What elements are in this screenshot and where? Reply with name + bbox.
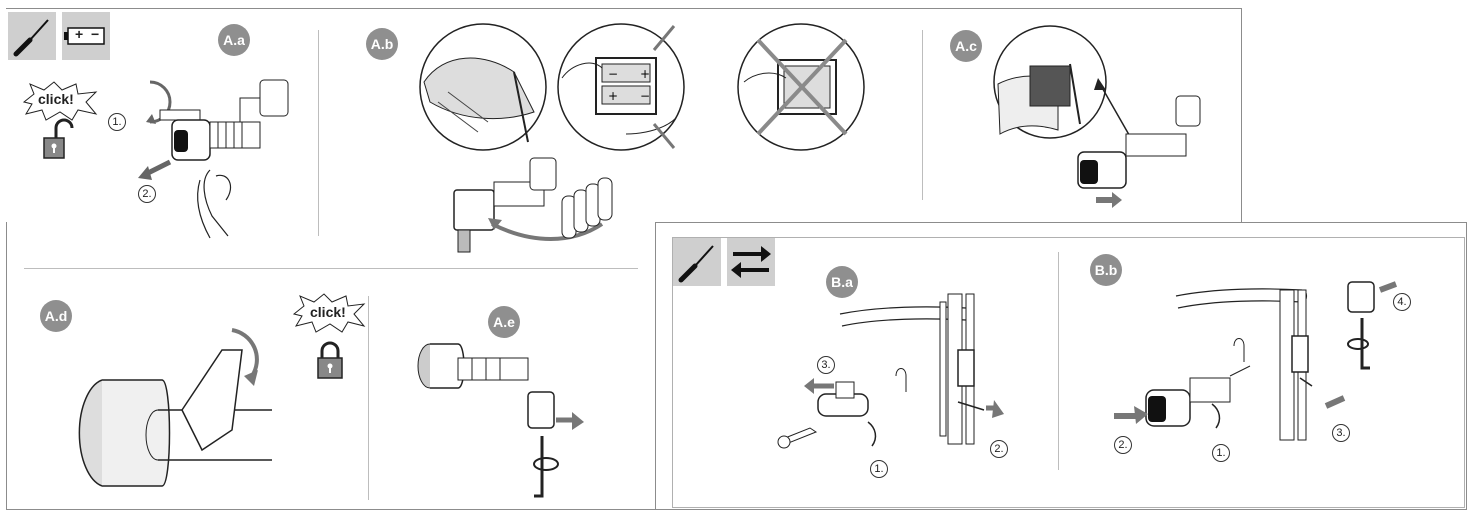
divider-a-d-a-e xyxy=(368,296,369,500)
click-text-a: click! xyxy=(38,91,74,107)
screwdriver-icon xyxy=(13,19,49,57)
divider-a-b-a-c xyxy=(922,30,923,200)
screwdriver-icon-b xyxy=(678,245,714,283)
step-a-a-1: 1. xyxy=(108,113,126,131)
door-edge-screw-illustration xyxy=(947,293,1004,445)
step-b-b-3: 3. xyxy=(1332,424,1350,442)
divider-b-a-b-b xyxy=(1058,252,1059,470)
svg-text:−: − xyxy=(640,89,650,103)
screwdriver-tile xyxy=(8,12,56,60)
click-text-d: click! xyxy=(310,304,346,320)
svg-text:+: + xyxy=(640,67,650,81)
svg-text:+: + xyxy=(608,89,618,103)
screwdriver-tile-b xyxy=(673,238,721,286)
battery-minus-sign: − xyxy=(91,26,100,42)
step-b-a-3: 3. xyxy=(817,356,835,374)
divider-a-top-bottom xyxy=(24,268,638,269)
badge-a-e: A.e xyxy=(488,306,520,338)
divider-a-a-a-b xyxy=(318,30,319,236)
battery-holder-correct-illustration: − + + − xyxy=(557,23,685,151)
unlocked-padlock-icon xyxy=(43,118,74,159)
step-b-b-2: 2. xyxy=(1114,436,1132,454)
step-b-b-4: 4. xyxy=(1393,293,1411,311)
battery-icon xyxy=(64,27,105,45)
locked-padlock-icon xyxy=(317,341,343,379)
step-a-a-2: 2. xyxy=(138,185,156,203)
badge-b-b: B.b xyxy=(1090,254,1122,286)
badge-a-b: A.b xyxy=(366,28,398,60)
swap-tile xyxy=(727,238,775,286)
battery-plus-sign: + xyxy=(75,26,84,42)
batteries-removal-illustration xyxy=(453,157,613,253)
badge-a-c: A.c xyxy=(950,30,982,62)
step-b-a-1: 1. xyxy=(870,460,888,478)
panel-b-inner xyxy=(672,237,1465,508)
handle-and-cylinder-removal-illustration xyxy=(777,301,972,449)
svg-text:−: − xyxy=(608,67,618,81)
badge-a-d: A.d xyxy=(40,300,72,332)
badge-b-a: B.a xyxy=(826,266,858,298)
battery-tile: + − xyxy=(62,12,110,60)
click-burst-icon-2 xyxy=(292,293,366,333)
badge-a-a: A.a xyxy=(218,24,250,56)
step-b-b-1: 1. xyxy=(1212,444,1230,462)
lock-cylinder-reassembly-illustration xyxy=(993,25,1201,208)
knob-removal-illustration xyxy=(417,343,584,498)
step-b-a-2: 2. xyxy=(990,440,1008,458)
new-cylinder-install-illustration xyxy=(1114,281,1398,441)
battery-holder-wrong-illustration xyxy=(737,23,865,151)
cylinder-key-illustration xyxy=(138,79,289,239)
battery-compartment-open-illustration xyxy=(419,23,547,151)
click-burst-icon xyxy=(22,81,98,121)
swap-arrows-icon xyxy=(731,246,771,278)
cylinder-mounting-illustration xyxy=(78,328,272,487)
